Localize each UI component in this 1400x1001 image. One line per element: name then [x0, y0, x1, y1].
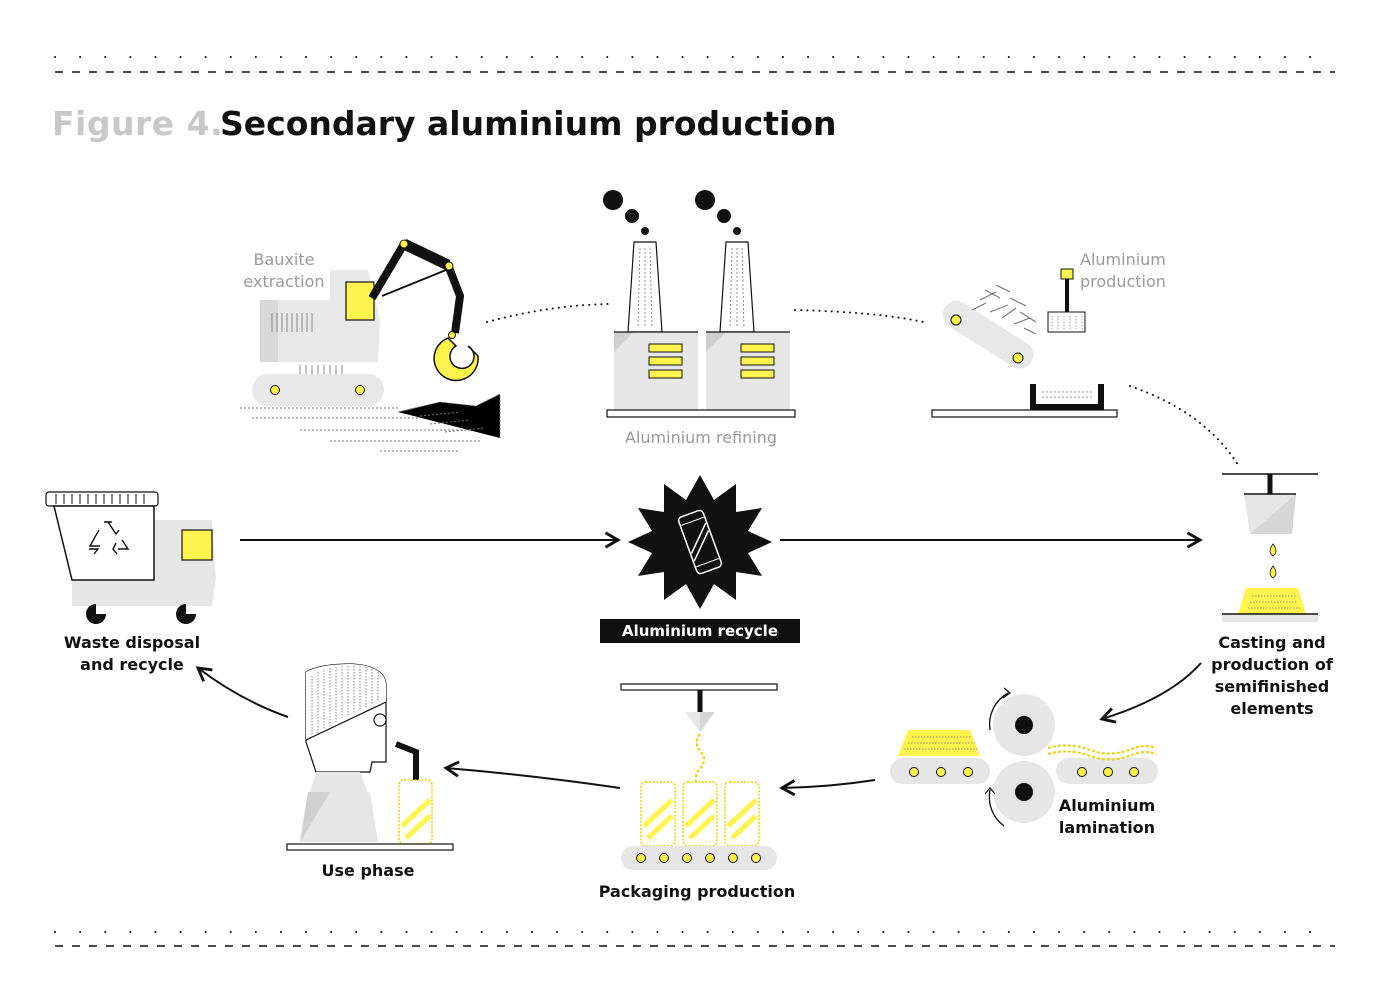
- casting-icon: [1222, 473, 1318, 622]
- refinery-icon: [603, 190, 796, 418]
- aluminium-production-icon: [931, 268, 1118, 418]
- recycle-burst-icon: [628, 475, 772, 609]
- packaging-icon: [620, 683, 778, 870]
- lamination-icon: [890, 687, 1158, 827]
- label-aluminium-refining: Aluminium refining: [625, 428, 777, 447]
- label-lamination: Aluminium lamination: [1058, 796, 1156, 837]
- label-aluminium-recycle: Aluminium recycle: [600, 619, 800, 643]
- figure-number: Figure 4.: [52, 104, 224, 143]
- label-bauxite-extraction: Bauxite extraction: [243, 250, 325, 291]
- flow-arrows: [195, 531, 1203, 797]
- top-border: [54, 56, 1336, 73]
- label-waste: Waste disposal and recycle: [63, 633, 201, 674]
- waste-truck-icon: [45, 491, 216, 624]
- dotted-connectors: [486, 303, 1239, 466]
- figure-title: Secondary aluminium production: [220, 104, 837, 143]
- bottom-border: [54, 931, 1336, 947]
- label-casting: Casting and production of semifinished e…: [1211, 633, 1333, 718]
- label-use-phase: Use phase: [321, 861, 415, 880]
- excavator-icon: [240, 239, 501, 452]
- person-icon: [286, 663, 454, 851]
- label-aluminium-production: Aluminium production: [1080, 250, 1166, 291]
- label-packaging: Packaging production: [598, 882, 796, 901]
